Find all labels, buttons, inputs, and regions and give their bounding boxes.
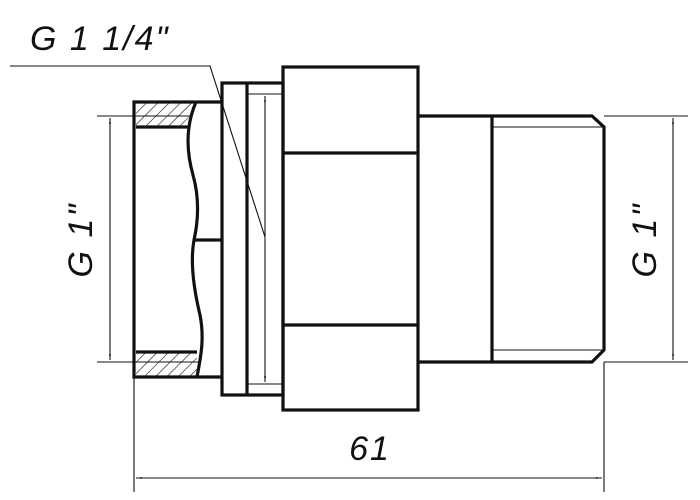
- overall-length-dimension: 61: [133, 362, 605, 492]
- flange-thread-leader: G 1 1/4": [10, 20, 266, 238]
- flange-thread-label: G 1 1/4": [30, 20, 170, 58]
- left-female-fitting: [132, 100, 222, 379]
- left-thread-label: G 1": [62, 203, 100, 278]
- left-thread-dimension: G 1": [62, 115, 134, 363]
- union-nut: [281, 65, 420, 412]
- flange: [220, 81, 285, 397]
- right-male-fitting: [418, 114, 606, 364]
- break-line: [186, 101, 204, 378]
- hatch-bottom: [136, 352, 200, 376]
- right-thread-label: G 1": [626, 203, 664, 278]
- hatch-top: [136, 103, 194, 127]
- overall-length-label: 61: [349, 430, 391, 468]
- right-thread-dimension: G 1": [604, 115, 688, 363]
